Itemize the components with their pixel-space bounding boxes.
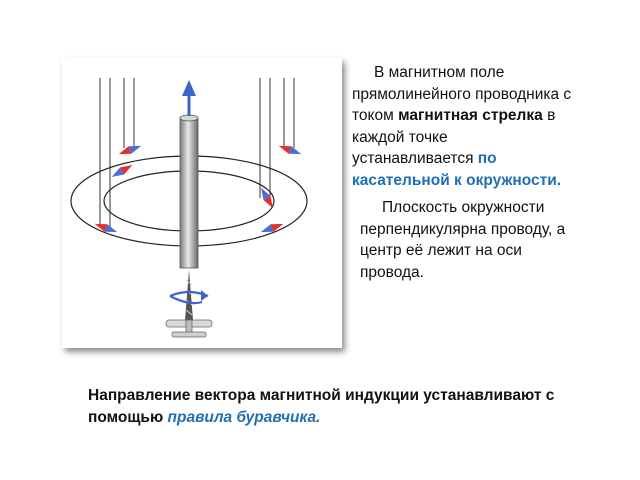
needle-2 [278,145,302,155]
explanation-text: В магнитном поле прямолинейного проводни… [352,62,572,283]
paragraph-2-text: Плоскость окружности перпендикулярна про… [360,199,566,281]
tangent-phrase: по касательной к окружности. [352,150,562,189]
needle-6 [260,223,284,233]
gimlet-rule-link: правила буравчика. [167,408,321,426]
needle-3 [111,165,133,177]
paragraph-1: В магнитном поле прямолинейного проводни… [352,62,572,191]
magnetic-needle-term: магнитная стрелка [398,107,543,124]
magnetic-field-diagram [70,78,308,338]
figure-panel [62,58,342,348]
threads [99,78,295,228]
needle-1 [118,145,142,155]
needle-4 [261,187,273,209]
current-arrow-icon [182,80,196,96]
paragraph-2: Плоскость окружности перпендикулярна про… [352,197,572,283]
magnetic-needles [94,145,302,233]
paragraph-1-text: В магнитном поле прямолинейного проводни… [352,64,572,124]
gimlet-rule-statement: Направление вектора магнитной индукции у… [88,385,608,428]
gimlet-rule-text: Направление вектора магнитной индукции у… [88,387,555,426]
conductor-wire [179,117,199,269]
needle-5 [94,223,118,233]
paragraph-1-continuation: в каждой точке устанавливается [352,107,556,167]
gimlet-icon [165,270,213,338]
